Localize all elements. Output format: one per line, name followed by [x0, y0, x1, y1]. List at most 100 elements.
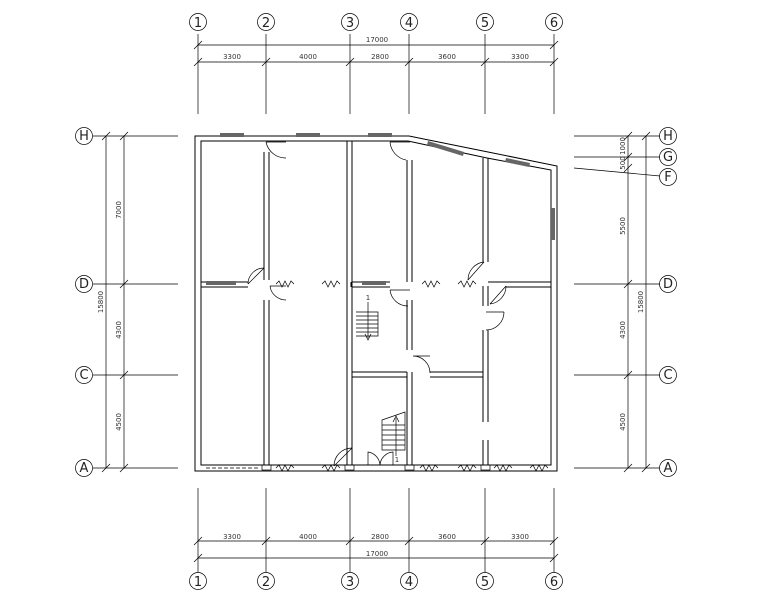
column-4-label-top: 4	[405, 16, 413, 31]
column-1-label-bottom: 1	[194, 575, 202, 590]
column-2-label-bottom: 2	[262, 575, 270, 590]
break-mark-9	[493, 464, 513, 472]
row-A-label-left: A	[80, 461, 89, 476]
walls	[194, 133, 558, 472]
row-G-bubble-right	[659, 148, 677, 166]
footing-marks	[261, 464, 491, 471]
row-A-bubble-left	[75, 459, 93, 477]
door-7	[489, 285, 507, 305]
break-mark-7	[419, 464, 439, 472]
bottom-dimension-3: 2800	[371, 533, 389, 541]
right-dimension-lines: 1000 500 5500 4300 4500 15800	[619, 131, 651, 473]
row-H-bubble-right	[659, 127, 677, 145]
row-A-bubble-right	[659, 459, 677, 477]
row-A-label-right: A	[664, 461, 673, 476]
row-G-label-right: G	[663, 150, 673, 165]
door-8	[485, 311, 505, 331]
row-C-bubble-right	[659, 366, 677, 384]
column-2-bubble-bottom	[257, 572, 275, 590]
break-mark-2	[321, 280, 341, 288]
entry-door-left	[367, 451, 381, 466]
column-6-bubble-bottom	[545, 572, 563, 590]
doors	[247, 141, 507, 467]
left-total-dimension: 15800	[97, 291, 105, 313]
window-4	[427, 141, 464, 156]
row-H-label-right: H	[663, 129, 673, 144]
column-4-label-bottom: 4	[405, 575, 413, 590]
column-6-label-top: 6	[550, 16, 558, 31]
top-dimension-1: 3300	[223, 53, 241, 61]
column-5-bubble-bottom	[476, 572, 494, 590]
row-C-label-right: C	[663, 368, 672, 383]
row-H-bubble-left	[75, 127, 93, 145]
column-5-label-top: 5	[481, 16, 489, 31]
top-dimension-lines: 17000 3300 4000 2800 3600 3300	[193, 36, 559, 67]
bottom-dimension-2: 4000	[299, 533, 317, 541]
top-dimension-3: 2800	[371, 53, 389, 61]
column-1-bubble-top	[189, 13, 207, 31]
row-C-label-left: C	[79, 368, 88, 383]
left-dimension-1: 7000	[115, 201, 123, 219]
bottom-dimension-lines: 3300 4000 2800 3600 3300 17000	[193, 533, 559, 563]
column-6-bubble-top	[545, 13, 563, 31]
stair-upper: 1	[356, 294, 379, 341]
break-marks	[275, 280, 549, 472]
door-9	[412, 355, 431, 374]
row-F-bubble-right	[659, 168, 677, 186]
right-total-dimension: 15800	[637, 291, 645, 313]
door-4	[269, 285, 287, 301]
stair-lower-outline	[381, 411, 406, 451]
top-dimension-4: 3600	[438, 53, 456, 61]
row-D-bubble-right	[659, 275, 677, 293]
left-dimension-2: 4300	[115, 321, 123, 339]
break-mark-1	[275, 280, 295, 288]
door-6	[467, 261, 485, 281]
bottom-dimension-5: 3300	[511, 533, 529, 541]
right-dimension-4500: 4500	[619, 413, 627, 431]
door-1	[265, 141, 287, 159]
row-D-label-right: D	[663, 277, 673, 292]
axis-bubbles: 1 2 3 4 5 6 1 2 3 4 5 6 H D C A H	[75, 13, 677, 590]
column-3-bubble-bottom	[341, 572, 359, 590]
break-mark-5	[275, 464, 295, 472]
column-3-label-bottom: 3	[346, 575, 354, 590]
left-dimension-lines: 15800 7000 4300 4500	[97, 131, 129, 473]
grid-lines	[93, 34, 661, 572]
window-7	[206, 281, 236, 285]
column-6-label-bottom: 6	[550, 575, 558, 590]
column-4-bubble-top	[400, 13, 418, 31]
door-10	[333, 447, 353, 467]
break-mark-10	[529, 464, 549, 472]
column-3-bubble-top	[341, 13, 359, 31]
top-total-dimension: 17000	[366, 36, 388, 44]
column-4-bubble-bottom	[400, 572, 418, 590]
column-2-bubble-top	[257, 13, 275, 31]
bottom-total-dimension: 17000	[366, 550, 388, 558]
column-2-label-top: 2	[262, 16, 270, 31]
column-1-bubble-bottom	[189, 572, 207, 590]
stair-lower: 1	[381, 411, 406, 464]
door-3	[247, 267, 265, 285]
column-5-bubble-top	[476, 13, 494, 31]
break-mark-6	[321, 464, 341, 472]
exterior-wall-inner	[200, 140, 552, 466]
stair-upper-mark: 1	[366, 294, 370, 302]
column-3-label-top: 3	[346, 16, 354, 31]
bottom-dimension-1: 3300	[223, 533, 241, 541]
window-2	[296, 133, 320, 137]
row-F-label-right: F	[664, 170, 671, 185]
door-5	[389, 289, 410, 307]
bottom-dimension-4: 3600	[438, 533, 456, 541]
door-2	[389, 141, 410, 161]
exterior-wall-outer	[194, 135, 558, 472]
top-dimension-2: 4000	[299, 53, 317, 61]
break-mark-8	[457, 464, 477, 472]
row-D-bubble-left	[75, 275, 93, 293]
row-H-label-left: H	[79, 129, 89, 144]
window-5	[505, 158, 530, 167]
window-8	[362, 281, 386, 285]
row-F-grid-right	[573, 167, 661, 177]
window-3	[368, 133, 392, 137]
column-1-label-top: 1	[194, 16, 202, 31]
